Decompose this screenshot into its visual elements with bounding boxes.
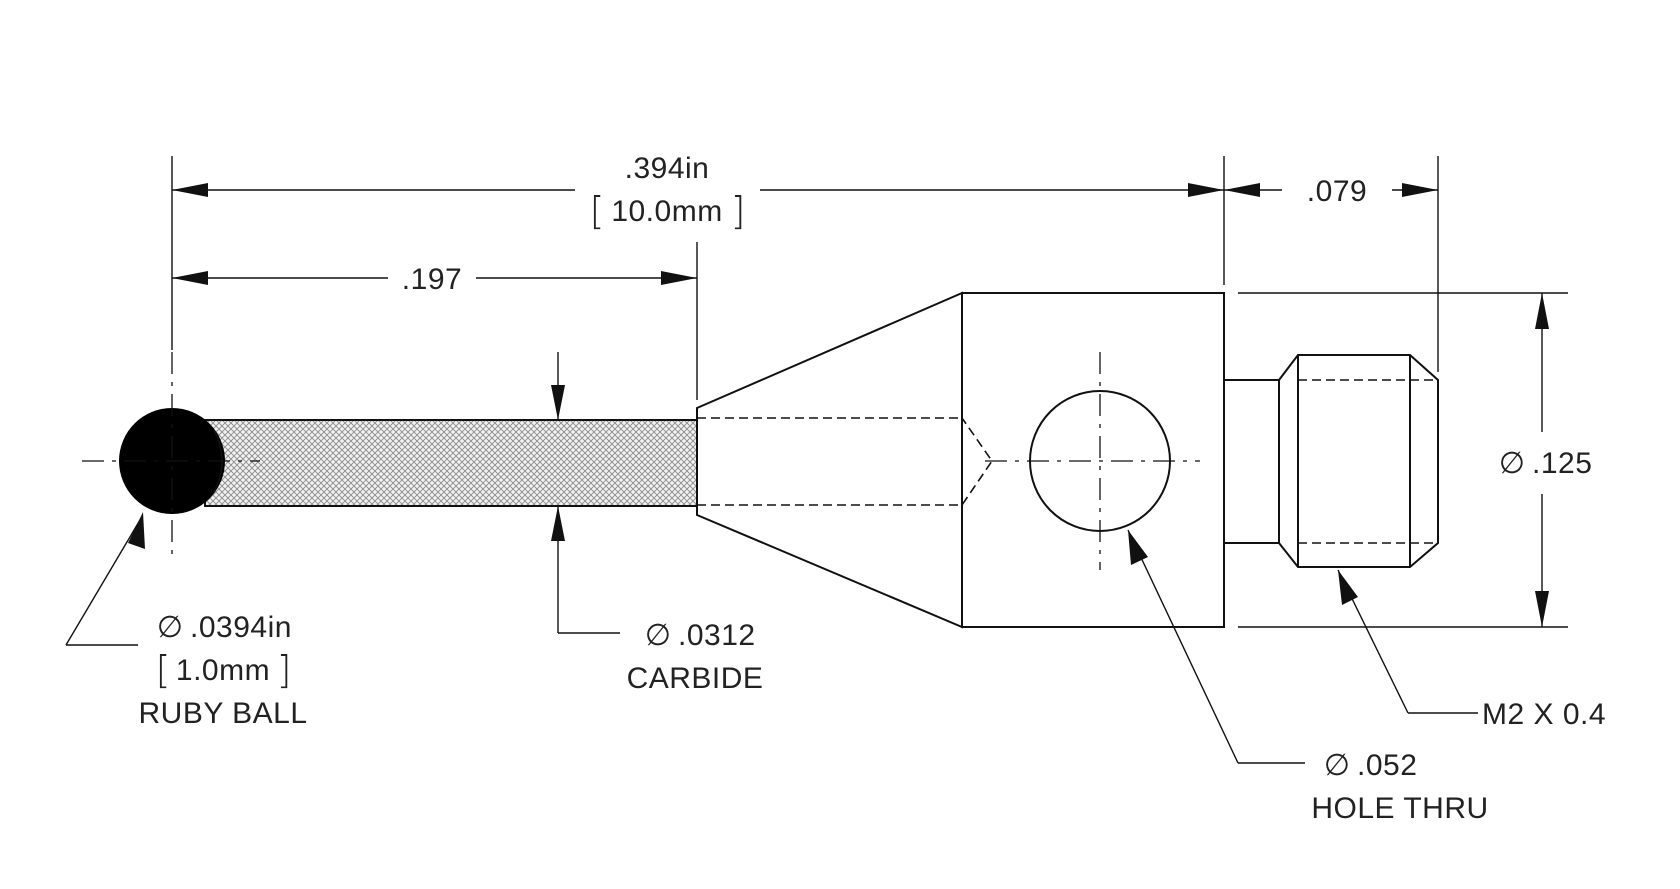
- ball-metric-label: 1.0mm: [176, 654, 270, 687]
- dimension-text: .394in [ 10.0mm ] .079 .197 ∅ .125 ∅ .03…: [138, 152, 1606, 825]
- svg-text:[: [: [590, 189, 605, 233]
- body-block: [961, 292, 1225, 628]
- body-diameter-label: .125: [1532, 447, 1592, 480]
- thread-length-label: .079: [1307, 175, 1367, 208]
- stem-diameter-label: .0312: [678, 619, 756, 652]
- dimension-lines: [171, 156, 1568, 634]
- stem-material-label: CARBIDE: [627, 662, 764, 695]
- conical-taper: [696, 291, 963, 629]
- svg-text:∅: ∅: [157, 610, 183, 645]
- hole-note-label: HOLE THRU: [1311, 792, 1488, 825]
- overall-length-metric: 10.0mm: [611, 195, 722, 228]
- hidden-bore: [697, 415, 993, 506]
- thread-spec-label: M2 X 0.4: [1482, 698, 1606, 731]
- svg-text:[: [: [156, 648, 171, 692]
- overall-length-label: .394in: [625, 152, 710, 185]
- stem-length-label: .197: [402, 263, 462, 296]
- svg-text:]: ]: [731, 189, 746, 233]
- carbide-stem: [204, 419, 698, 507]
- svg-text:∅: ∅: [645, 618, 671, 653]
- body-diameter-symbol: ∅: [1499, 446, 1525, 481]
- hole-diameter-label: .052: [1357, 749, 1417, 782]
- svg-text:∅: ∅: [1324, 748, 1350, 783]
- svg-text:]: ]: [277, 648, 292, 692]
- ball-diameter-label: .0394in: [190, 611, 292, 644]
- leader-lines: [65, 512, 1478, 764]
- stylus-part: [119, 291, 1439, 629]
- ball-material-label: RUBY BALL: [138, 697, 307, 730]
- center-lines: [82, 352, 1200, 570]
- thread-neck: [1223, 379, 1280, 544]
- thread-minor-lines: [1298, 379, 1438, 544]
- threaded-section: [1278, 354, 1439, 568]
